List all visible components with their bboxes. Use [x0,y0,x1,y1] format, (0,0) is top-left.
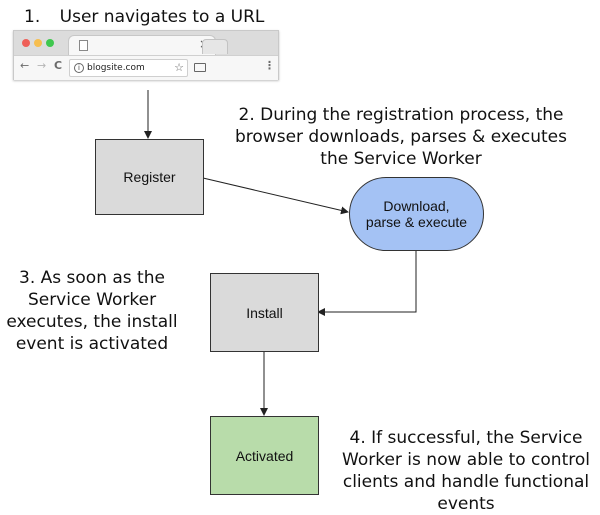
step-1-label: 1. User navigates to a URL [24,6,264,28]
step-3-line: executes, the install [6,312,178,332]
new-tab-button[interactable] [202,39,228,54]
register-label: Register [123,169,176,185]
download-label-line: parse & execute [365,214,468,230]
step-2-line: the Service Worker [320,149,482,169]
arrow-register-to-download [202,177,349,215]
bookmark-star-icon[interactable]: ☆ [174,61,184,74]
maximize-window-dot[interactable] [46,39,54,47]
close-window-dot[interactable] [22,39,30,47]
step-1-number: 1. [24,7,41,27]
browser-tabstrip: × [14,31,278,56]
step-4-label: 4. If successful, the Service Worker is … [334,427,598,515]
url-text: blogsite.com [87,63,145,73]
step-4-line: clients and handle functional [342,472,590,492]
install-node: Install [210,273,319,352]
menu-icon[interactable]: ⋮ [264,59,275,72]
info-icon: i [74,63,84,73]
activated-label: Activated [235,447,294,464]
step-2-line: browser downloads, parses & executes [235,127,567,147]
browser-toolbar: ← → C i blogsite.com ☆ ⋮ [14,55,278,80]
step-2-line: 2. During the registration process, the [238,105,564,125]
reload-icon[interactable]: C [54,59,63,72]
step-4-line: 4. If successful, the Service [349,428,583,448]
step-4-line: Worker is now able to control [342,450,590,470]
forward-icon[interactable]: → [37,59,47,72]
step-3-label: 3. As soon as the Service Worker execute… [2,267,182,355]
minimize-window-dot[interactable] [34,39,42,47]
page-icon [79,40,88,51]
step-3-line: event is activated [15,334,169,354]
download-label-line: Download, [383,198,450,214]
download-parse-execute-node: Download, parse & execute [349,177,484,251]
cast-icon[interactable] [194,63,206,72]
register-node: Register [95,139,204,215]
install-label: Install [246,304,283,321]
address-bar[interactable]: i blogsite.com ☆ [69,59,188,77]
back-icon[interactable]: ← [20,59,30,72]
step-4-line: events [437,494,495,514]
browser-window: × ← → C i blogsite.com ☆ ⋮ [13,30,279,80]
arrow-download-to-install [317,250,417,316]
activated-node: Activated [210,416,319,495]
step-3-line: 3. As soon as the [19,268,165,288]
step-1-text: User navigates to a URL [59,7,265,27]
step-2-label: 2. During the registration process, the … [230,104,572,170]
step-3-line: Service Worker [27,290,157,310]
